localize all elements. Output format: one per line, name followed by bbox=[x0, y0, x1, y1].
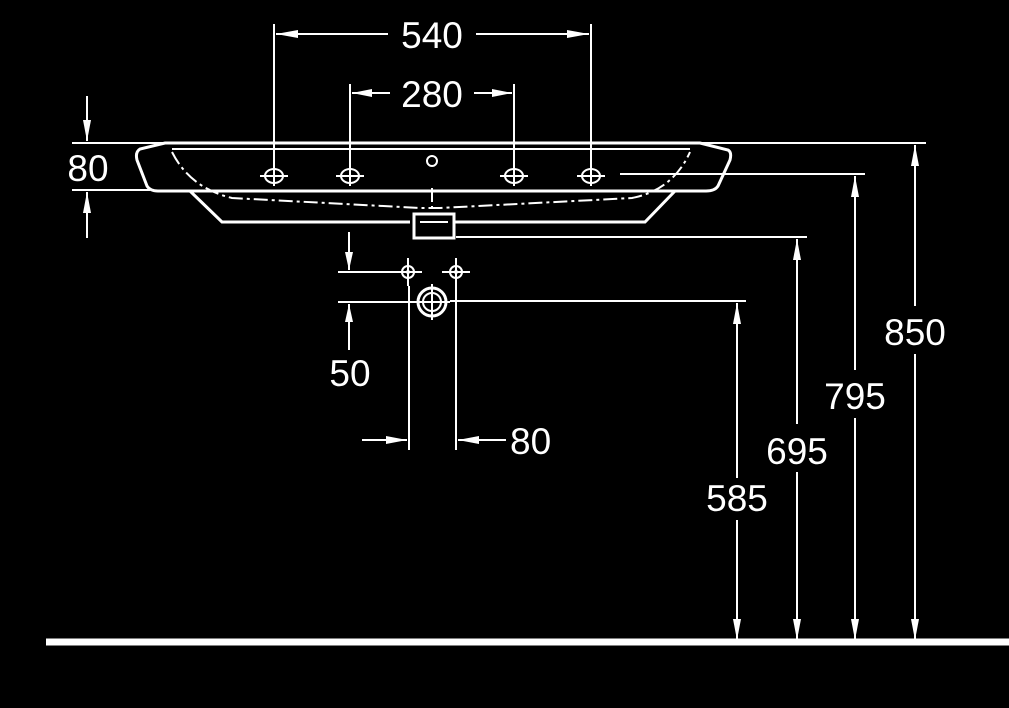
dimension-label-80-basin: 80 bbox=[67, 148, 108, 189]
dimension-label-585: 585 bbox=[706, 478, 768, 519]
dimension-795: 795 bbox=[620, 173, 886, 640]
tap-hole-outer-right bbox=[577, 166, 605, 186]
dimension-80-basin: 80 bbox=[67, 96, 165, 238]
dimension-label-80-supply: 80 bbox=[510, 421, 551, 462]
dimension-label-850: 850 bbox=[884, 312, 946, 353]
dimension-label-695: 695 bbox=[766, 431, 828, 472]
tap-hole-inner-right bbox=[500, 166, 528, 186]
washbasin-outline bbox=[134, 141, 733, 240]
dimension-540: 540 bbox=[273, 15, 592, 166]
dimension-280: 280 bbox=[349, 74, 515, 166]
tap-hole-outer-left bbox=[260, 166, 288, 186]
dimension-label-795: 795 bbox=[824, 376, 886, 417]
tap-holes bbox=[260, 155, 605, 186]
tap-hole-inner-left bbox=[336, 166, 364, 186]
dimension-80-supply: 80 bbox=[362, 286, 551, 462]
dimension-695: 695 bbox=[456, 236, 828, 640]
dimension-label-50: 50 bbox=[329, 353, 370, 394]
dimension-50: 50 bbox=[329, 232, 418, 394]
dimension-label-280: 280 bbox=[401, 74, 463, 115]
supply-valve-right bbox=[442, 258, 470, 286]
dimension-585: 585 bbox=[450, 300, 768, 640]
overflow-hole bbox=[426, 155, 438, 167]
supply-valve-left bbox=[394, 258, 422, 286]
dimension-label-540: 540 bbox=[401, 15, 463, 56]
dimension-850: 850 bbox=[700, 142, 946, 640]
